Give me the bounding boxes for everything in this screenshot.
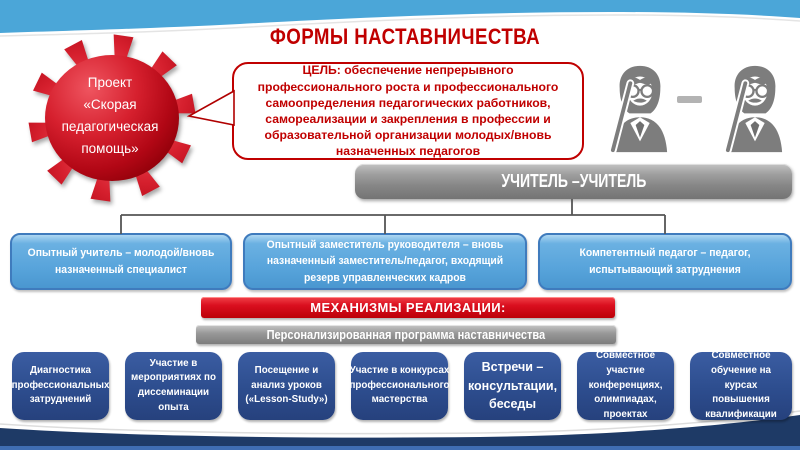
activity-box-7-text: Совместное обучение на курсах повышения … — [705, 350, 777, 421]
gear-icon — [28, 34, 196, 202]
program-bar: Персонализированная программа наставниче… — [196, 325, 616, 344]
pair-box-3-text: Компетентный педагог – педагог, испытыва… — [579, 247, 751, 276]
program-bar-label: Персонализированная программа наставниче… — [266, 327, 546, 342]
activity-box-3: Посещение и анализ уроков («Lesson-Study… — [238, 352, 335, 420]
goal-callout: ЦЕЛЬ: обеспечение непрерывного профессио… — [232, 62, 584, 160]
activity-box-3-text: Посещение и анализ уроков («Lesson-Study… — [245, 364, 328, 406]
bottom-swoosh-band — [0, 410, 800, 450]
activity-box-7: Совместное обучение на курсах повышения … — [690, 350, 792, 421]
teacher-icon — [609, 65, 668, 154]
activity-box-4-text: Участие в конкурсах профессионального ма… — [349, 364, 450, 406]
activity-box-2: Участие в мероприятиях по диссеминации о… — [125, 352, 222, 420]
page-title-text: ФОРМЫ НАСТАВНИЧЕСТВА — [269, 24, 541, 49]
activity-box-5-text: Встречи – консультации, беседы — [467, 359, 558, 412]
activity-box-5: Встречи – консультации, беседы — [464, 352, 561, 420]
pair-box-2: Опытный заместитель руководителя – вновь… — [243, 233, 527, 290]
page-title: ФОРМЫ НАСТАВНИЧЕСТВА — [205, 24, 605, 50]
goal-text: ЦЕЛЬ: обеспечение непрерывного профессио… — [257, 63, 559, 159]
dash-separator-icon — [677, 96, 702, 103]
pair-box-1: Опытный учитель – молодой/вновь назначен… — [10, 233, 232, 290]
mechanisms-header-bar: МЕХАНИЗМЫ РЕАЛИЗАЦИИ: — [201, 297, 615, 318]
activity-box-6-text: Совместное участие конференциях, олимпиа… — [588, 350, 663, 421]
form-header-label: УЧИТЕЛЬ –УЧИТЕЛЬ — [501, 171, 646, 191]
pair-box-3: Компетентный педагог – педагог, испытыва… — [538, 233, 792, 290]
pair-box-1-text: Опытный учитель – молодой/вновь назначен… — [27, 247, 215, 276]
activity-box-2-text: Участие в мероприятиях по диссеминации о… — [131, 357, 216, 413]
mechanisms-header-label: МЕХАНИЗМЫ РЕАЛИЗАЦИИ: — [310, 300, 506, 315]
top-swoosh-band — [0, 0, 800, 37]
project-label: Проект «Скорая педагогическая помощь» — [61, 75, 159, 156]
activity-box-6: Совместное участие конференциях, олимпиа… — [577, 350, 674, 421]
activity-box-4: Участие в конкурсах профессионального ма… — [349, 352, 450, 420]
pair-box-2-text: Опытный заместитель руководителя – вновь… — [266, 239, 504, 284]
activity-box-1-text: Диагностика профессиональных затруднений — [11, 364, 110, 406]
teacher-icon — [724, 65, 783, 154]
activity-box-1: Диагностика профессиональных затруднений — [12, 352, 109, 420]
form-header-bar: УЧИТЕЛЬ –УЧИТЕЛЬ — [355, 164, 792, 199]
